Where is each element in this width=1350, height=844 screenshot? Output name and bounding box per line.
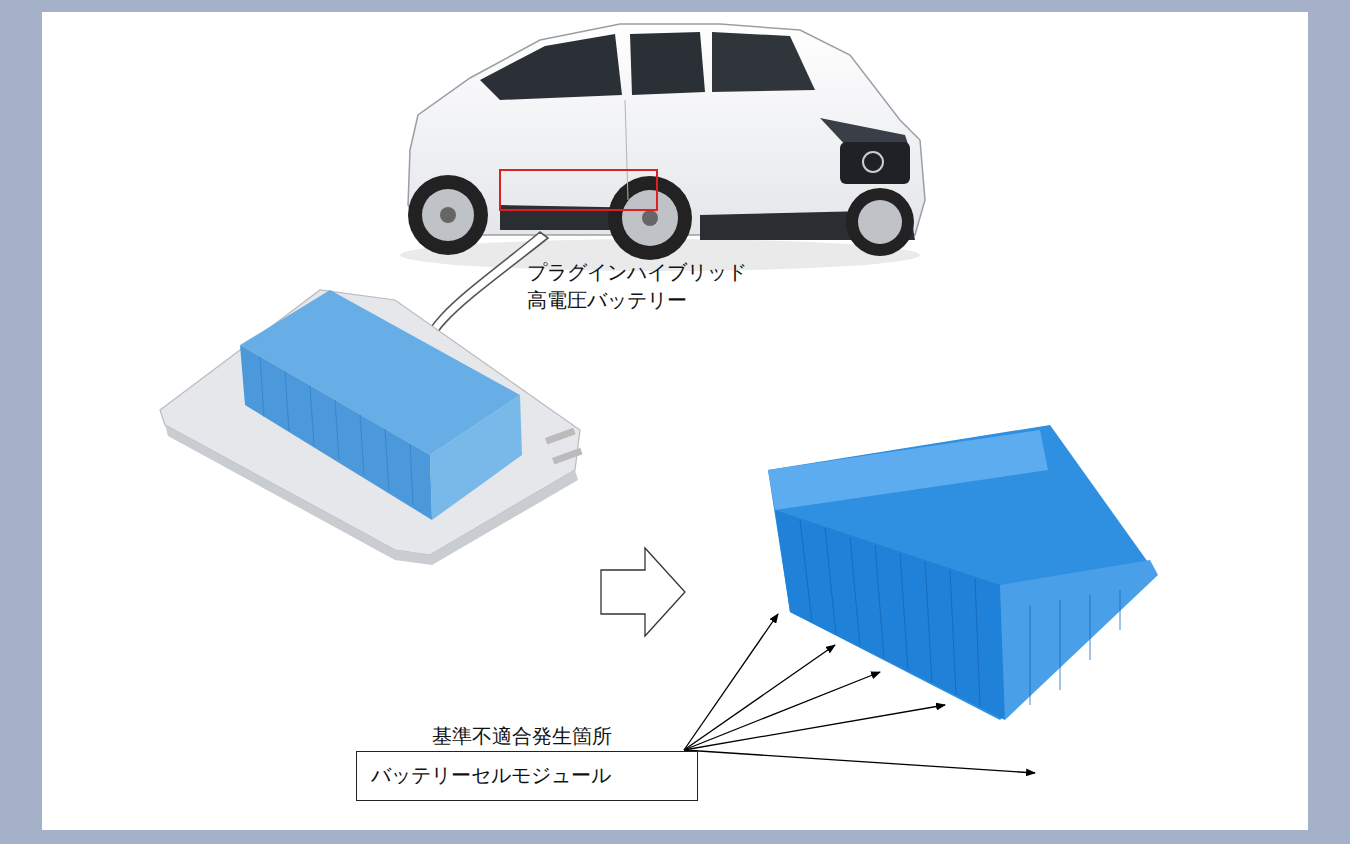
- label-box: バッテリーセルモジュール: [356, 751, 698, 801]
- label-text: 基準不適合発生箇所: [432, 722, 612, 750]
- car-illustration: [400, 24, 925, 271]
- battery-pack-illustration: [160, 290, 583, 565]
- box-text: バッテリーセルモジュール: [371, 762, 683, 788]
- label-text: プラグインハイブリッド 高電圧バッテリー: [527, 258, 755, 314]
- cell-module-illustration: [768, 425, 1158, 720]
- hollow-arrow: [601, 548, 685, 636]
- leader-arrows: [684, 614, 1035, 773]
